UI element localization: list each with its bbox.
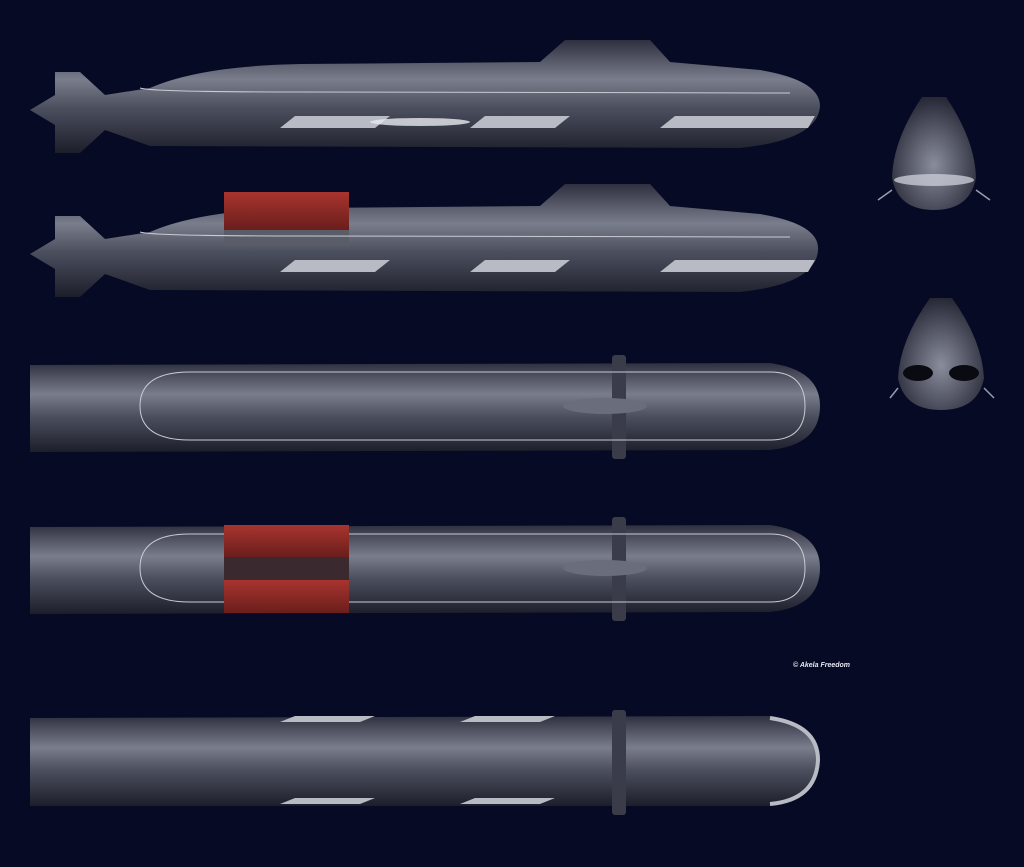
copyright-credit: © Akela Freedom [793, 662, 851, 669]
side-view-submarine-open-bay [30, 184, 819, 297]
top-view-submarine-open-bays [30, 517, 820, 621]
side-view-submarine [30, 40, 820, 153]
front-view-submarine [877, 97, 991, 210]
top-view-submarine [30, 355, 820, 459]
bottom-view-submarine [30, 710, 821, 815]
rear-view-submarine [889, 298, 995, 410]
